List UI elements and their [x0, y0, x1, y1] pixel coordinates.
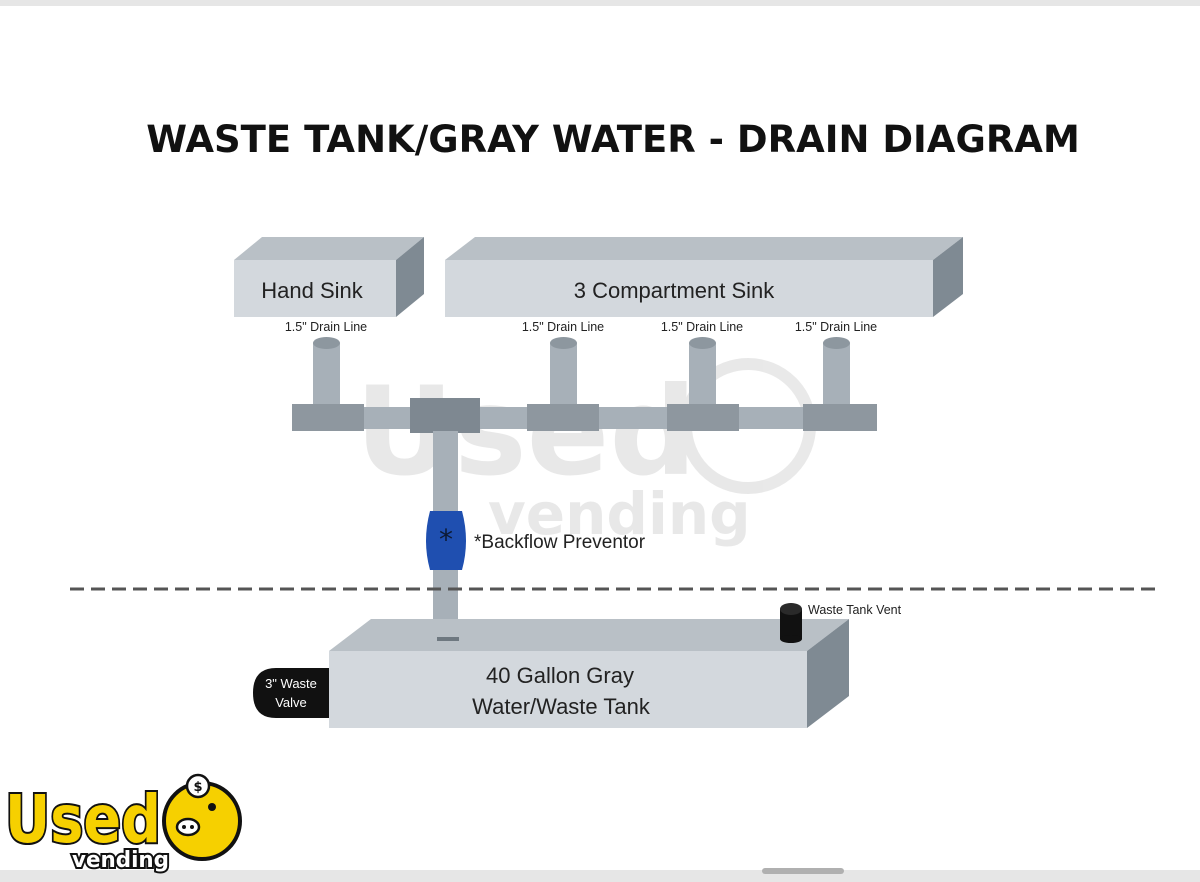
drain-pipe-1 [313, 337, 340, 405]
drain-line-label-2: 1.5" Drain Line [522, 320, 604, 334]
tank-label-line2: Water/Waste Tank [472, 694, 651, 719]
used-vending-logo: $ Used vending [3, 773, 242, 875]
backflow-label: *Backflow Preventor [474, 532, 646, 553]
waste-tank-vent-label: Waste Tank Vent [808, 603, 902, 617]
tank-inlet-icon [437, 637, 459, 641]
coin-dollar-symbol: $ [193, 780, 202, 795]
backflow-symbol: * [439, 523, 453, 556]
waste-valve-label-line2: Valve [275, 695, 307, 710]
drain-pipe-4 [823, 337, 850, 405]
waste-valve-label-line1: 3" Waste [265, 676, 317, 691]
diagram-title: WASTE TANK/GRAY WATER - DRAIN DIAGRAM [146, 118, 1080, 161]
three-compartment-sink-label: 3 Compartment Sink [574, 278, 776, 303]
header-pipe [292, 398, 877, 433]
tank-label-line1: 40 Gallon Gray [486, 663, 634, 688]
drain-line-label-3: 1.5" Drain Line [661, 320, 743, 334]
backflow-preventer: * [426, 511, 466, 570]
drain-line-label-1: 1.5" Drain Line [285, 320, 367, 334]
waste-valve: 3" Waste Valve [253, 668, 329, 718]
logo-word-vending: vending [72, 848, 169, 873]
waste-tank-vent-icon [780, 603, 802, 643]
waste-tank: 40 Gallon Gray Water/Waste Tank [329, 619, 849, 728]
hand-sink: Hand Sink [234, 237, 424, 317]
drain-pipes [313, 337, 850, 405]
page: WASTE TANK/GRAY WATER - DRAIN DIAGRAM Us… [0, 6, 1200, 875]
drain-pipe-3 [689, 337, 716, 405]
watermark: Used vending [355, 358, 816, 548]
hand-sink-label: Hand Sink [261, 278, 364, 303]
coin-icon [185, 773, 211, 799]
home-indicator [762, 868, 844, 874]
drain-pipe-2 [550, 337, 577, 405]
three-compartment-sink: 3 Compartment Sink [445, 237, 963, 317]
drain-line-label-4: 1.5" Drain Line [795, 320, 877, 334]
drain-diagram: WASTE TANK/GRAY WATER - DRAIN DIAGRAM Us… [3, 118, 1160, 875]
watermark-word-vending: vending [488, 480, 751, 548]
logo-word-used: Used [5, 781, 161, 858]
